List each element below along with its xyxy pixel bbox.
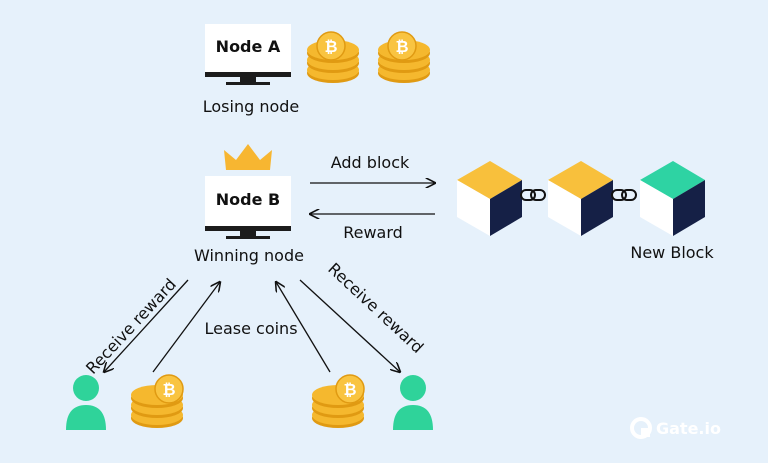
lease-coins-right-arrow (276, 282, 331, 373)
person-icon (66, 375, 106, 430)
add-block-label: Add block (331, 153, 410, 172)
receive-reward-right-label: Receive reward (324, 259, 427, 357)
chain-link-icon (611, 189, 637, 201)
node-a-label: Node A (216, 37, 281, 56)
crown-icon (224, 144, 272, 170)
chain-link-icon (520, 189, 546, 201)
receive-reward-left-arrow (104, 279, 189, 372)
receive-reward-right-arrow (299, 279, 400, 372)
coin-stack-icon: ₿ (312, 374, 365, 428)
receive-reward-left-label: Receive reward (82, 275, 180, 378)
bitcoin-symbol: ₿ (343, 380, 356, 399)
losing-node-caption: Losing node (203, 97, 300, 116)
new-block-caption: New Block (630, 243, 714, 262)
block-cube (548, 161, 613, 236)
node-b-label: Node B (216, 190, 280, 209)
reward-label: Reward (343, 223, 403, 242)
winning-node-caption: Winning node (194, 246, 304, 265)
person-icon (393, 375, 433, 430)
node-b-monitor (205, 176, 291, 239)
coin-stack-icon: ₿ (378, 31, 430, 83)
gate-logo: Gate.io (630, 417, 721, 439)
coin-stack-icon: ₿ (131, 374, 184, 428)
bitcoin-symbol: ₿ (162, 380, 175, 399)
bitcoin-symbol: ₿ (324, 37, 337, 56)
node-a-monitor (205, 24, 291, 85)
bitcoin-symbol: ₿ (395, 37, 408, 56)
coin-stack-icon: ₿ (307, 31, 359, 83)
lease-coins-left-arrow (152, 282, 220, 373)
lease-coins-label: Lease coins (204, 319, 297, 338)
brand-name: Gate.io (656, 419, 721, 438)
block-cube (457, 161, 522, 236)
new-block-cube (640, 161, 705, 236)
